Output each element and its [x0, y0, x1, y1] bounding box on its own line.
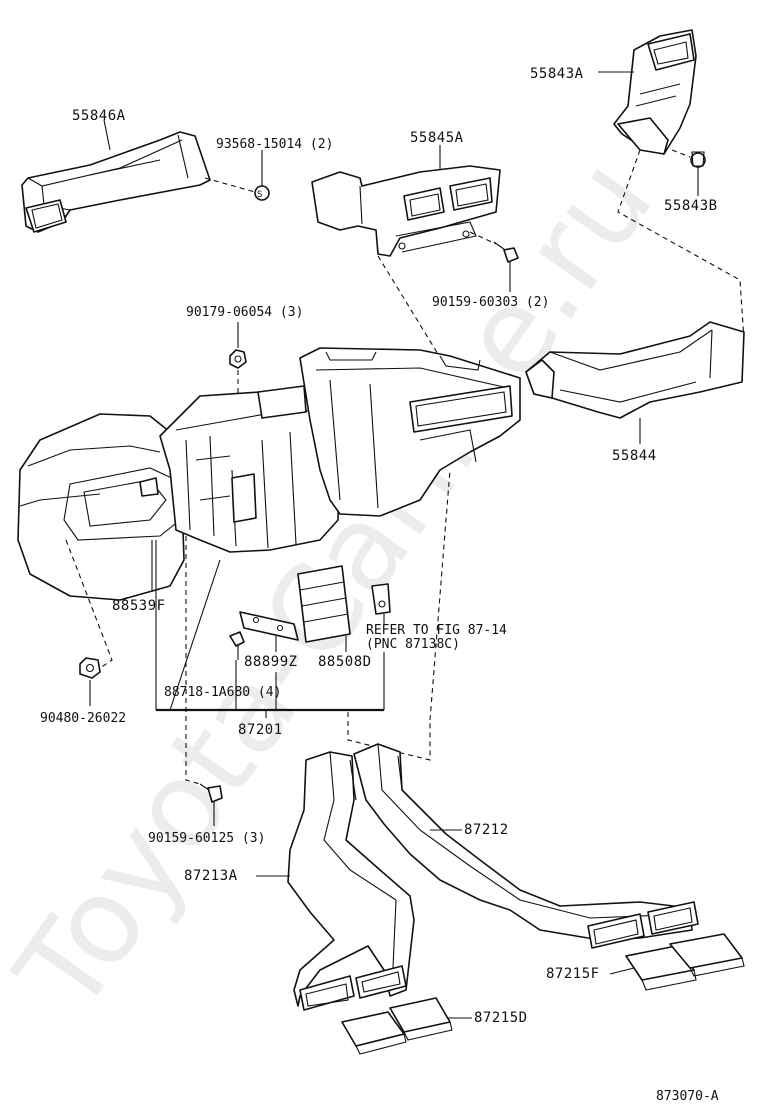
label-87215D: 87215D [474, 1010, 528, 1026]
label-refer-pnc: (PNC 87138C) [366, 637, 460, 652]
diagram-id: 873070-A [656, 1089, 719, 1104]
label-93568-15014: 93568-15014 (2) [216, 137, 333, 152]
label-55843A: 55843A [530, 66, 584, 82]
label-87212: 87212 [464, 822, 509, 838]
label-88539F: 88539F [112, 598, 166, 614]
label-88508D: 88508D [318, 654, 372, 670]
bracket-88899Z[interactable] [239, 611, 299, 641]
clip-93568-15014[interactable]: S [254, 185, 270, 201]
assembly-bracket-87201 [155, 540, 385, 718]
label-87215F: 87215F [546, 966, 600, 982]
nut-90179-06054[interactable] [229, 349, 247, 369]
screw-88718-1A680[interactable] [229, 631, 245, 660]
label-55844: 55844 [612, 448, 657, 464]
label-88718-1A680: 88718-1A680 (4) [164, 685, 281, 700]
label-87213A: 87213A [184, 868, 238, 884]
connector-87138C[interactable] [371, 583, 391, 615]
duct-87213A[interactable] [287, 751, 415, 1011]
heater-blower-assembly[interactable] [17, 347, 521, 601]
duct-55845A[interactable] [311, 165, 501, 257]
label-90480-26022: 90480-26022 [40, 711, 126, 726]
clip-55843B[interactable] [690, 151, 706, 168]
screw-90159-60125[interactable] [199, 783, 223, 803]
vent-87215D[interactable] [341, 997, 453, 1055]
label-90179-06054: 90179-06054 (3) [186, 305, 303, 320]
bolt-90159-60303[interactable] [493, 241, 519, 263]
label-90159-60303: 90159-60303 (2) [432, 295, 549, 310]
duct-87212[interactable] [353, 743, 699, 949]
filter-88508D[interactable] [297, 565, 351, 643]
svg-text:S: S [257, 190, 262, 200]
label-55846A: 55846A [72, 108, 126, 124]
vent-87215F[interactable] [625, 933, 745, 991]
label-88899Z: 88899Z [244, 654, 298, 670]
label-87201: 87201 [238, 722, 283, 738]
duct-55844[interactable] [525, 321, 745, 419]
label-refer-fig: REFER TO FIG 87-14 [366, 623, 507, 638]
label-55843B: 55843B [664, 198, 718, 214]
duct-55843A[interactable] [613, 29, 697, 155]
label-90159-60125: 90159-60125 (3) [148, 831, 265, 846]
label-55845A: 55845A [410, 130, 464, 146]
duct-55846A[interactable] [21, 131, 211, 233]
nut-90480-26022[interactable] [79, 657, 101, 679]
